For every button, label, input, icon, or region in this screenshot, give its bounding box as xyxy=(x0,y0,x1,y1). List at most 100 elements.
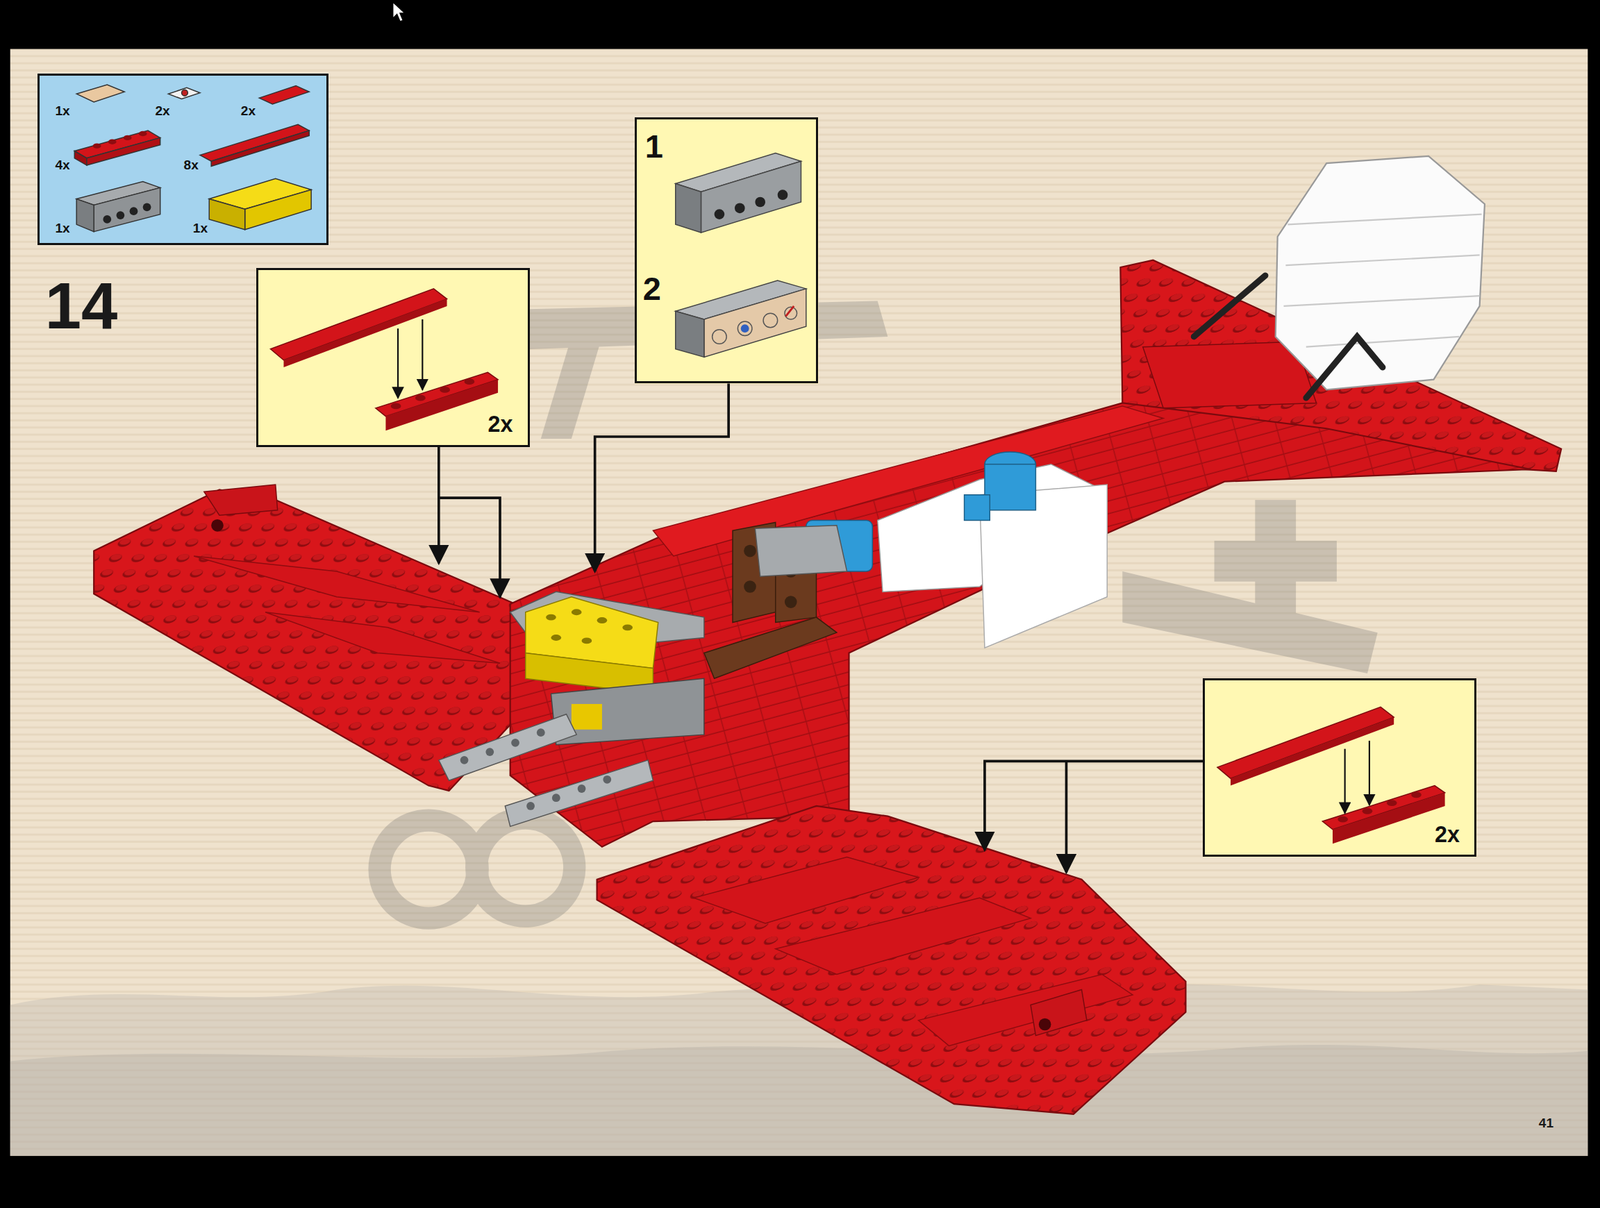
drawing-line xyxy=(1368,740,1371,806)
drawing-line xyxy=(421,319,423,390)
callout-box: 2x xyxy=(1202,678,1477,857)
drawing-polygon xyxy=(265,612,500,664)
drawing-polyline xyxy=(595,384,729,572)
drawing-g xyxy=(545,609,633,644)
drawing-line xyxy=(1287,214,1482,225)
drawing-polygon xyxy=(270,288,447,361)
substep-box: 12 xyxy=(634,117,819,385)
drawing-circle xyxy=(143,202,152,212)
drawing-g xyxy=(712,306,798,344)
drawing-g xyxy=(460,728,612,811)
drawing-circle xyxy=(129,206,139,216)
part-quantity: 2x xyxy=(240,104,256,118)
drawing-g xyxy=(379,818,575,919)
drawing-ellipse xyxy=(1337,816,1348,823)
drawing-circle xyxy=(577,784,587,794)
drawing-ellipse xyxy=(581,637,593,644)
drawing-ellipse xyxy=(1411,791,1422,798)
drawing-circle xyxy=(460,756,469,765)
drawing-polygon xyxy=(597,806,1187,1115)
drawing-polygon xyxy=(700,161,801,233)
drawing-g xyxy=(397,319,423,398)
drawing-rect xyxy=(1214,540,1337,582)
drawing-polygon xyxy=(1030,990,1087,1037)
drawing-ellipse xyxy=(138,131,148,137)
part-quantity: 1x xyxy=(54,221,70,235)
drawing-circle xyxy=(102,215,112,224)
drawing-circle xyxy=(511,738,520,748)
drawing-polygon xyxy=(200,124,310,162)
drawing-polygon xyxy=(540,336,603,439)
drawing-polygon xyxy=(211,130,310,166)
drawing-circle xyxy=(777,189,789,200)
drawing-polygon xyxy=(74,151,87,166)
drawing-circle xyxy=(712,329,728,345)
drawing-circle xyxy=(485,747,494,757)
drawing-polygon xyxy=(393,2,406,22)
drawing-polygon xyxy=(76,199,94,232)
drawing-circle xyxy=(740,324,750,333)
drawing-polygon xyxy=(675,184,702,234)
drawing-g xyxy=(1337,791,1421,823)
drawing-polygon xyxy=(918,974,1133,1046)
drawing-circle xyxy=(116,211,125,220)
drawing-polygon xyxy=(193,556,480,613)
drawing-g xyxy=(93,131,148,149)
drawing-polygon xyxy=(76,84,125,103)
drawing-line xyxy=(1285,254,1480,266)
drawing-circle xyxy=(714,209,725,220)
drawing-rect xyxy=(571,704,603,730)
multiplier: 2x xyxy=(1434,823,1460,846)
callout-box: 2x xyxy=(256,268,530,447)
drawing-g xyxy=(693,856,1133,1046)
drawing-ellipse xyxy=(1386,800,1398,807)
drawing-line xyxy=(1065,761,1069,873)
drawing-ellipse xyxy=(597,617,608,624)
drawing-line xyxy=(785,306,794,317)
part-quantity: 1x xyxy=(54,104,70,118)
drawing-polygon xyxy=(754,525,847,577)
drawing-ellipse xyxy=(1362,808,1373,815)
drawing-g xyxy=(714,189,789,220)
drawing-ellipse xyxy=(93,143,102,148)
drawing-path xyxy=(1193,275,1266,337)
drawing-rect xyxy=(984,464,1036,511)
drawing-circle xyxy=(763,313,778,328)
drawing-g xyxy=(102,202,151,223)
drawing-g xyxy=(193,556,500,664)
drawing-ellipse xyxy=(439,386,450,394)
drawing-polygon xyxy=(93,187,161,232)
drawing-rect xyxy=(37,73,329,246)
part-quantity: 1x xyxy=(193,221,208,235)
drawing-g xyxy=(1345,740,1370,814)
drawing-rect xyxy=(10,49,1589,1157)
drawing-polygon xyxy=(704,617,837,679)
drawing-polygon xyxy=(1217,706,1394,779)
parts-list-box: 1x2x2x4x8x1x1x xyxy=(37,73,329,246)
part-quantity: 4x xyxy=(54,158,70,172)
drawing-circle xyxy=(743,545,757,558)
drawing-ellipse xyxy=(390,402,402,410)
drawing-polygon xyxy=(204,484,278,516)
drawing-rect xyxy=(634,117,819,385)
drawing-circle xyxy=(181,89,189,96)
drawing-circle xyxy=(526,802,535,811)
drawing-g xyxy=(1193,275,1383,398)
drawing-ellipse xyxy=(123,135,132,141)
drawing-ellipse xyxy=(464,378,475,385)
drawing-circle xyxy=(754,197,766,208)
drawing-circle xyxy=(1038,1018,1052,1032)
drawing-polygon xyxy=(704,288,807,357)
drawing-line xyxy=(1283,295,1480,307)
drawing-circle xyxy=(536,728,546,737)
substep-number: 1 xyxy=(645,129,664,163)
drawing-polygon xyxy=(245,189,312,230)
drawing-circle xyxy=(784,595,798,609)
drawing-polygon xyxy=(1122,571,1378,674)
drawing-polygon xyxy=(675,311,705,357)
drawing-circle xyxy=(602,775,612,785)
drawing-circle xyxy=(552,793,561,803)
drawing-rect xyxy=(256,268,530,448)
drawing-polygon xyxy=(259,85,310,104)
